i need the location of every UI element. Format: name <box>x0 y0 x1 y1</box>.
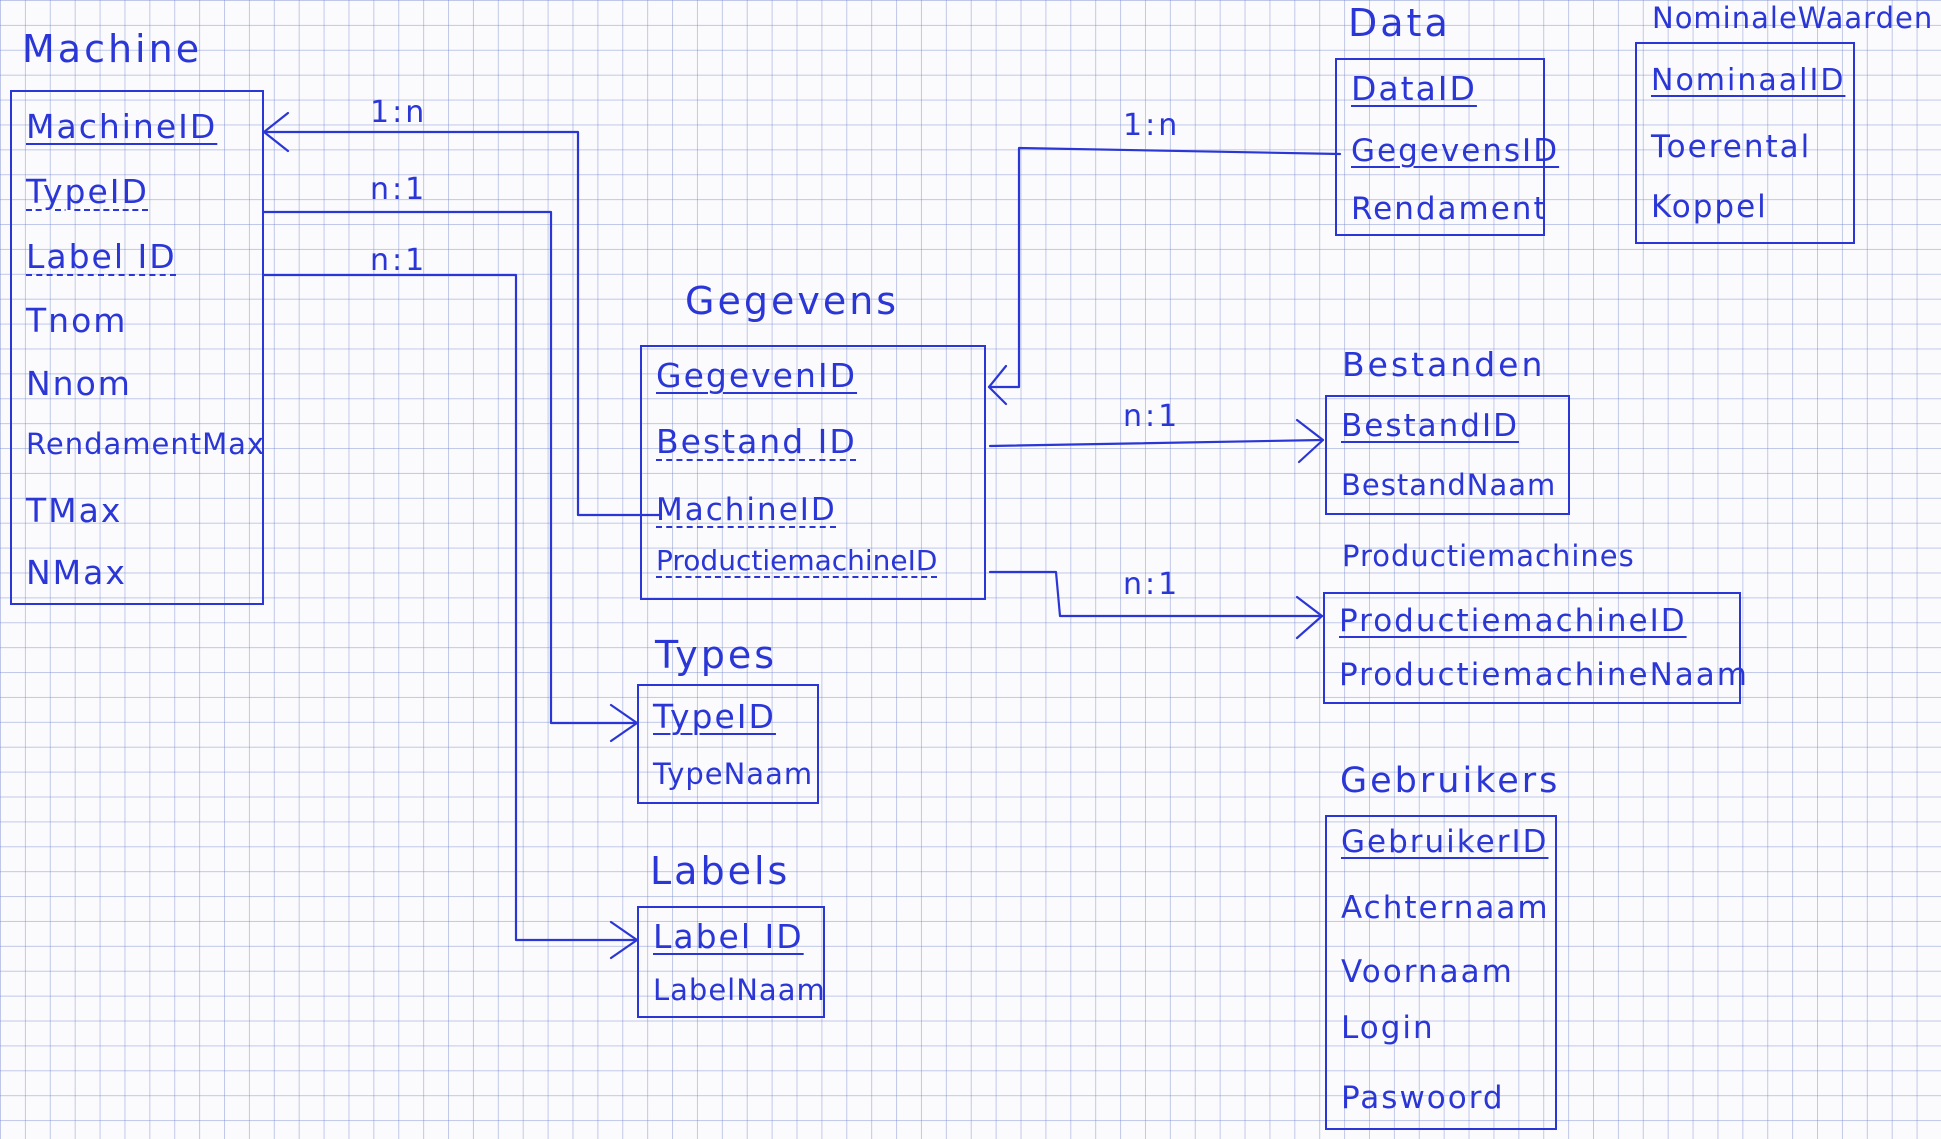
attribute-pk: ProductiemachineID <box>1339 603 1687 639</box>
attribute: Tnom <box>26 301 128 340</box>
arrowhead-bestanden <box>1295 418 1325 464</box>
attribute: Voornaam <box>1341 954 1514 990</box>
entity-box: GebruikerID Achternaam Voornaam Login Pa… <box>1325 815 1557 1130</box>
link-data-gegevens <box>987 146 1342 389</box>
attribute: Rendament <box>1351 191 1548 227</box>
entity-box: TypeID TypeNaam <box>637 684 819 804</box>
attribute-fk: Bestand ID <box>656 422 857 461</box>
attribute: TypeNaam <box>653 757 814 791</box>
entity-title: Machine <box>22 27 203 71</box>
entity-box: MachineID TypeID Label ID Tnom Nnom Rend… <box>10 90 264 605</box>
attribute: Koppel <box>1651 189 1768 225</box>
cardinality-label-gegevens-productiemachines: n:1 <box>1123 567 1181 602</box>
entity-box: GegevenID Bestand ID MachineID Productie… <box>640 345 986 600</box>
arrowhead-gegevens <box>987 364 1008 406</box>
attribute: Achternaam <box>1341 890 1550 926</box>
attribute-pk: GebruikerID <box>1341 824 1549 860</box>
attribute: Paswoord <box>1341 1080 1505 1116</box>
attribute-pk: Label ID <box>653 917 804 956</box>
link-machine-labels <box>262 273 639 942</box>
attribute-pk: GegevenID <box>656 356 858 395</box>
arrowhead-productiemachines <box>1295 595 1324 640</box>
attribute: Login <box>1341 1010 1435 1046</box>
attribute-fk: Label ID <box>26 237 177 276</box>
attribute: ProductiemachineNaam <box>1339 657 1749 693</box>
attribute-pk: BestandID <box>1341 408 1519 444</box>
attribute-pk: GegevensID <box>1351 133 1560 169</box>
arrowhead-machine <box>262 111 290 153</box>
link-gegevens-machine <box>262 130 662 517</box>
attribute-pk: MachineID <box>26 107 218 146</box>
entity-box: Label ID LabelNaam <box>637 906 825 1018</box>
attribute: BestandNaam <box>1341 468 1557 502</box>
attribute: Toerental <box>1651 129 1812 165</box>
link-gegevens-productiemachines <box>988 570 1324 618</box>
entity-title: Productiemachines <box>1342 539 1635 573</box>
entity-title: Labels <box>650 849 791 893</box>
entity-box: BestandID BestandNaam <box>1325 395 1570 515</box>
attribute-pk: TypeID <box>653 697 776 736</box>
entity-title: Types <box>655 633 778 677</box>
entity-title: Gebruikers <box>1340 761 1561 801</box>
attribute: TMax <box>26 491 123 530</box>
entity-box: DataID GegevensID Rendament <box>1335 58 1557 236</box>
entity-title: Data <box>1348 1 1451 45</box>
attribute: LabelNaam <box>653 973 826 1007</box>
link-gegevens-bestanden <box>988 438 1325 448</box>
entity-title: Gegevens <box>685 279 900 323</box>
cardinality-label-data-gegevens: 1:n <box>1123 108 1181 143</box>
attribute-fk: ProductiemachineID <box>656 544 938 577</box>
entity-title: Bestanden <box>1342 345 1546 384</box>
link-machine-types <box>262 210 639 725</box>
attribute: RendamentMax <box>26 427 266 461</box>
cardinality-label-machine-labels: n:1 <box>370 243 428 278</box>
attribute-pk: DataID <box>1351 69 1477 108</box>
attribute-pk: NominaalID <box>1651 63 1846 98</box>
cardinality-label-gegevens-machine: 1:n <box>370 95 428 130</box>
entity-title: NominaleWaarden <box>1652 1 1934 35</box>
entity-box: ProductiemachineID ProductiemachineNaam <box>1323 592 1747 704</box>
cardinality-label-machine-types: n:1 <box>370 172 428 207</box>
cardinality-label-gegevens-bestanden: n:1 <box>1123 399 1181 434</box>
entity-box: NominaalID Toerental Koppel <box>1635 42 1855 244</box>
attribute: NMax <box>26 553 127 592</box>
attribute-fk: MachineID <box>656 492 837 528</box>
attribute: Nnom <box>26 364 132 403</box>
attribute-fk: TypeID <box>26 172 149 211</box>
